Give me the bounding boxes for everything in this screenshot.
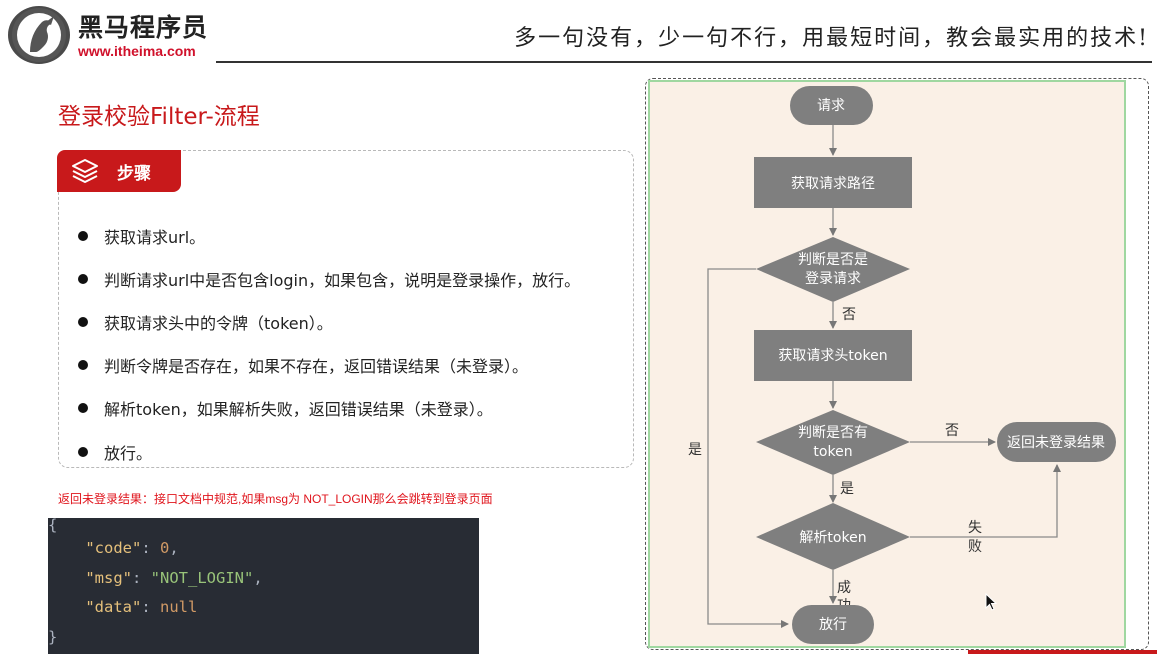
code-key: "code" <box>85 539 142 557</box>
code-line: "msg": "NOT_LOGIN", <box>48 564 479 594</box>
step-text: 解析token，如果解析失败，返回错误结果（未登录）。 <box>104 400 493 420</box>
bullet-icon <box>78 360 88 371</box>
slogan: 多一句没有，少一句不行，用最短时间，教会最实用的技术! <box>514 26 1149 51</box>
code-block: { "code": 0, "msg": "NOT_LOGIN", "data":… <box>48 516 479 654</box>
node-allow-label: 放行 <box>819 617 847 633</box>
step-item: 放行。 <box>78 430 580 473</box>
step-text: 判断请求url中是否包含login，如果包含，说明是登录操作，放行。 <box>104 270 581 290</box>
node-parse-token-label: 解析token <box>799 530 866 546</box>
edge-label-no: 否 <box>842 307 856 323</box>
node-is-login-label-1: 判断是否是 <box>798 252 868 268</box>
header-divider <box>216 61 1152 63</box>
code-close-brace: } <box>48 627 58 646</box>
brand-url: www.itheima.com <box>78 43 196 59</box>
node-is-login: 判断是否是 登录请求 <box>756 237 910 302</box>
step-item: 获取请求头中的令牌（token）。 <box>78 300 580 343</box>
node-has-token: 判断是否有 token <box>756 410 910 475</box>
step-text: 放行。 <box>104 443 153 463</box>
brand-logo <box>8 6 70 64</box>
code-comma: , <box>169 539 179 557</box>
edge-label-fail: 败 <box>968 539 982 555</box>
code-line: } <box>48 623 479 653</box>
step-item: 判断令牌是否存在，如果不存在，返回错误结果（未登录）。 <box>78 344 580 387</box>
data-value: null <box>160 598 198 616</box>
edge-label-no: 否 <box>945 423 959 439</box>
step-item: 判断请求url中是否包含login，如果包含，说明是登录操作，放行。 <box>78 257 580 300</box>
bullet-icon <box>78 403 88 414</box>
step-text: 获取请求url。 <box>104 227 206 247</box>
bullet-icon <box>78 230 88 241</box>
layers-icon <box>65 150 105 192</box>
step-text: 判断令牌是否存在，如果不存在，返回错误结果（未登录）。 <box>104 357 529 377</box>
edge-label-yes: 是 <box>840 481 854 497</box>
bullet-icon <box>78 316 88 327</box>
code-line: "code": 0, <box>48 534 479 564</box>
code-colon: : <box>132 568 151 587</box>
node-get-token-label: 获取请求头token <box>778 348 887 364</box>
msg-key: "msg" <box>85 568 132 587</box>
edge-label-fail: 失 <box>968 520 982 536</box>
node-get-token: 获取请求头token <box>754 330 912 381</box>
code-colon: : <box>141 539 160 557</box>
node-return-not-login-label: 返回未登录结果 <box>1007 435 1105 451</box>
msg-value: "NOT_LOGIN" <box>150 568 254 587</box>
node-get-path: 获取请求路径 <box>754 157 912 208</box>
horse-logo-icon <box>12 8 66 62</box>
steps-tab: 步骤 <box>57 150 181 192</box>
footer-accent-bar <box>968 650 1157 654</box>
not-login-note: 返回未登录结果：接口文档中规范,如果msg为 NOT_LOGIN那么会跳转到登录… <box>58 492 493 506</box>
section-title: 登录校验Filter-流程 <box>58 104 260 130</box>
node-get-path-label: 获取请求路径 <box>791 176 875 192</box>
bullet-icon <box>78 446 88 457</box>
node-allow: 放行 <box>792 605 874 644</box>
code-colon: : <box>141 598 160 616</box>
mouse-cursor-icon <box>985 593 998 611</box>
node-has-token-label-2: token <box>813 444 852 460</box>
node-return-not-login: 返回未登录结果 <box>997 422 1116 462</box>
brand-name: 黑马程序员 <box>78 13 209 42</box>
edge-label-success: 成 <box>837 580 851 596</box>
edge-label-yes: 是 <box>688 442 702 458</box>
node-has-token-label-1: 判断是否有 <box>798 425 868 441</box>
steps-card <box>58 150 634 468</box>
node-start-label: 请求 <box>817 98 845 114</box>
flowchart-frame <box>645 78 1149 650</box>
step-list: 获取请求url。 判断请求url中是否包含login，如果包含，说明是登录操作，… <box>78 214 580 473</box>
step-item: 解析token，如果解析失败，返回错误结果（未登录）。 <box>78 387 580 430</box>
node-parse-token: 解析token <box>756 503 910 570</box>
steps-tab-label: 步骤 <box>117 163 151 184</box>
data-key: "data" <box>85 598 142 616</box>
node-is-login-label-2: 登录请求 <box>805 271 861 287</box>
step-text: 获取请求头中的令牌（token）。 <box>104 313 333 333</box>
bullet-icon <box>78 273 88 284</box>
code-value: 0 <box>160 539 170 557</box>
code-open-brace: { <box>48 516 58 534</box>
node-start: 请求 <box>790 86 873 125</box>
code-comma: , <box>253 568 263 587</box>
code-line: "data": null <box>48 593 479 623</box>
step-item: 获取请求url。 <box>78 214 580 257</box>
code-line: { <box>48 516 479 534</box>
